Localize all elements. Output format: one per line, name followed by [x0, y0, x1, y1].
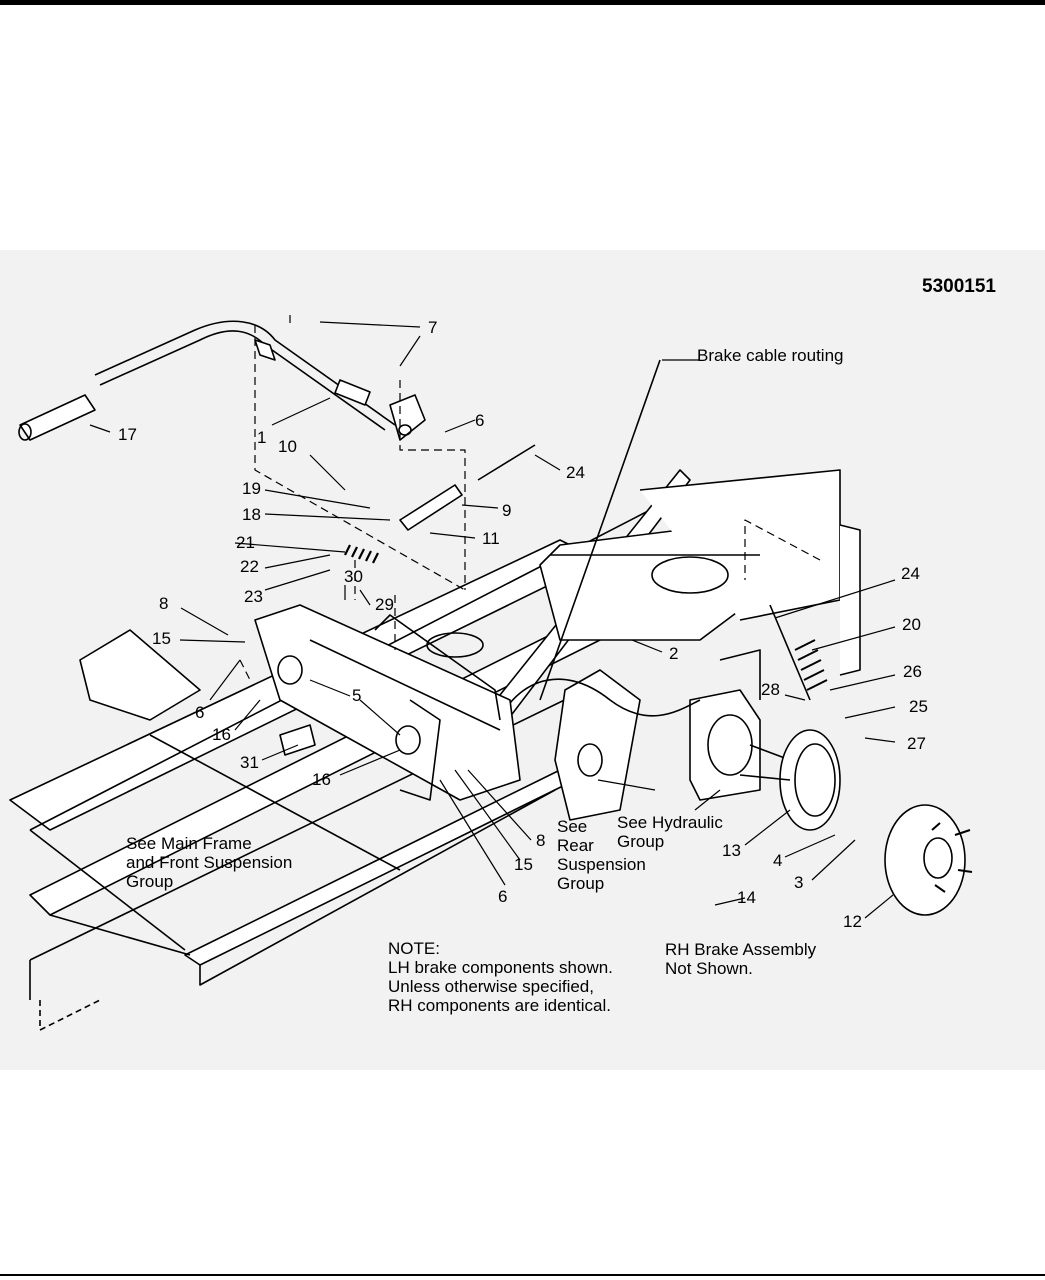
callout-6: 6 [475, 411, 485, 430]
callout-18: 18 [242, 505, 261, 524]
callout-16-lower: 16 [312, 770, 331, 789]
rh-brake-note: RH Brake Assembly Not Shown. [665, 940, 817, 978]
callout-30: 30 [344, 567, 363, 586]
hydraulic-note: See Hydraulic Group [617, 813, 723, 851]
front-deck-plate [79, 629, 201, 721]
rear-suspension-group [554, 669, 641, 821]
callout-20: 20 [902, 615, 921, 634]
callout-10: 10 [278, 437, 297, 456]
exploded-parts-diagram: 7 6 1 17 10 24 19 9 18 11 21 22 23 30 29… [0, 250, 1045, 1070]
callout-9: 9 [502, 501, 512, 520]
callout-8-lower: 8 [536, 831, 546, 850]
figure-number: 5300151 [922, 276, 996, 297]
pivot-bracket [254, 604, 521, 801]
callout-8: 8 [159, 594, 169, 613]
brake-backing-plate [739, 729, 841, 831]
callout-11: 11 [482, 529, 500, 548]
callout-25: 25 [909, 697, 928, 716]
callout-14: 14 [737, 888, 756, 907]
callout-19: 19 [242, 479, 261, 498]
cable-end-24 [477, 444, 536, 481]
callout-6-left: 6 [195, 703, 205, 722]
callout-6-lower: 6 [498, 887, 508, 906]
callout-31: 31 [240, 753, 259, 772]
callout-17: 17 [118, 425, 137, 444]
brake-drum [884, 804, 973, 916]
spring-20 [794, 639, 828, 691]
callout-1: 1 [257, 428, 267, 447]
callout-29: 29 [375, 595, 394, 614]
brake-cable [489, 678, 701, 741]
callout-24: 24 [566, 463, 585, 482]
brake-cable-routing-label: Brake cable routing [697, 346, 844, 365]
bottom-rule [0, 1274, 1045, 1276]
callout-26: 26 [903, 662, 922, 681]
hydraulic-group [689, 689, 791, 801]
callout-12: 12 [843, 912, 862, 931]
callout-22: 22 [240, 557, 259, 576]
callout-5: 5 [352, 686, 362, 705]
callout-16: 16 [212, 725, 231, 744]
callout-7: 7 [428, 318, 438, 337]
callout-21: 21 [236, 533, 255, 552]
callout-4: 4 [773, 851, 783, 870]
callout-28: 28 [761, 680, 780, 699]
rear-frame [426, 469, 861, 731]
rear-suspension-note: See Rear Suspension Group [557, 817, 646, 893]
callout-3: 3 [794, 873, 804, 892]
linkage-bar [399, 484, 463, 531]
callout-27: 27 [907, 734, 926, 753]
callout-24-right: 24 [901, 564, 920, 583]
callout-13: 13 [722, 841, 741, 860]
callout-15: 15 [152, 629, 171, 648]
callout-15-lower: 15 [514, 855, 533, 874]
callout-2: 2 [669, 644, 679, 663]
brake-lever [18, 320, 426, 441]
callout-23: 23 [244, 587, 263, 606]
spring-21 [344, 544, 379, 564]
main-frame-note: See Main Frame and Front Suspension Grou… [126, 834, 293, 891]
top-rule [0, 0, 1045, 5]
note-block: NOTE: LH brake components shown. Unless … [388, 939, 613, 1015]
